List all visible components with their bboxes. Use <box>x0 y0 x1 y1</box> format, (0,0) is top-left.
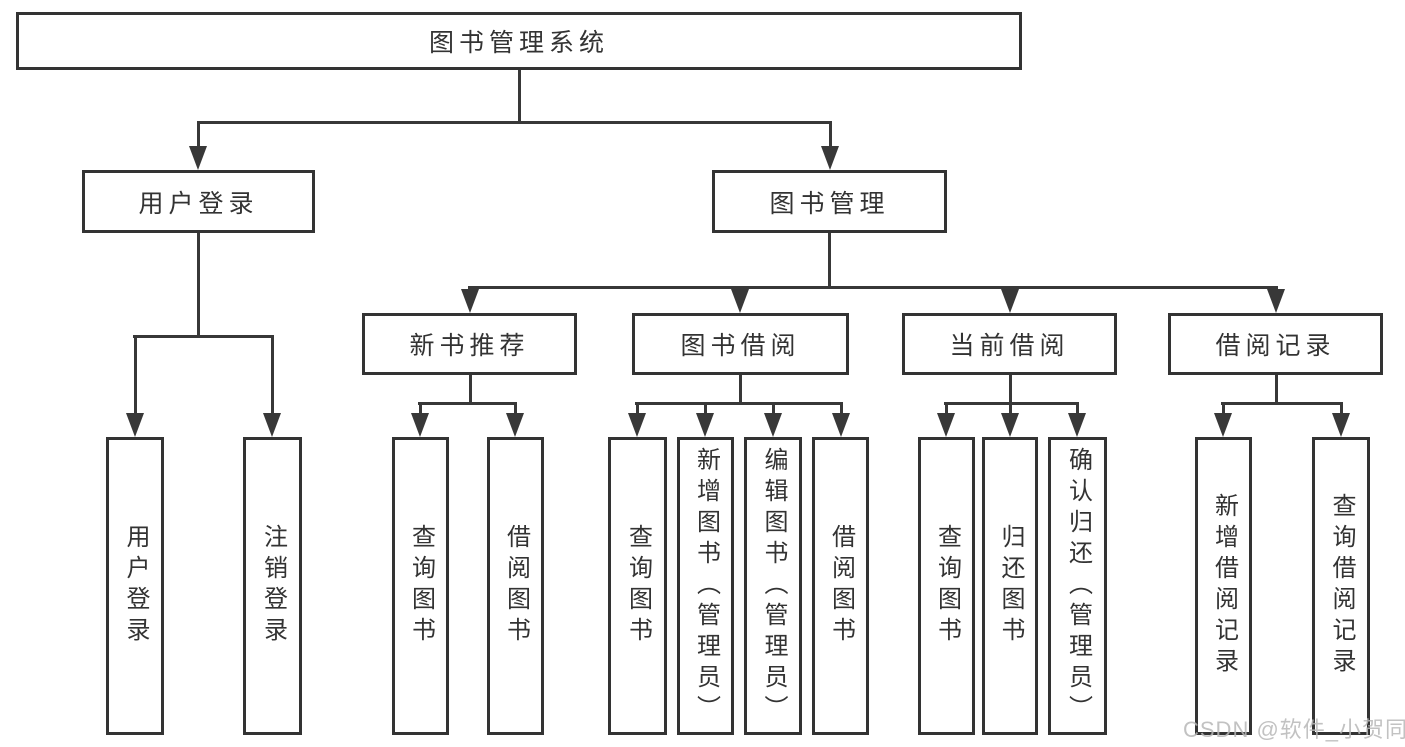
connector-line <box>772 402 775 417</box>
node-label: 查询图书 <box>933 524 961 648</box>
csdn-watermark: CSDN @软件_小贺同学 <box>1183 717 1405 742</box>
node-label: 新书推荐 <box>409 332 530 360</box>
node-label: 注销登录 <box>259 524 287 648</box>
leaf-borrow-add-books: 新增图书（管理员） <box>677 437 734 735</box>
connector-line <box>945 402 948 417</box>
leaf-borrow-borrow-books: 借阅图书 <box>812 437 869 735</box>
leaf-user-login: 用户登录 <box>106 437 164 735</box>
connector-line <box>840 402 843 417</box>
node-label: 用户登录 <box>138 189 259 218</box>
connector-line <box>1009 375 1012 405</box>
leaf-borrow-query-books: 查询图书 <box>608 437 667 735</box>
connector-line <box>197 233 200 338</box>
connector-line <box>1340 402 1343 417</box>
connector-line <box>635 402 843 405</box>
arrow-down-icon <box>189 146 207 170</box>
node-user-login: 用户登录 <box>82 170 315 233</box>
connector-line <box>828 233 831 289</box>
node-label: 编辑图书（管理员） <box>760 446 787 726</box>
connector-line <box>1275 375 1278 405</box>
node-label: 新增图书（管理员） <box>692 446 720 726</box>
connector-line <box>1221 402 1343 405</box>
node-label: 借阅记录 <box>1215 332 1336 360</box>
connector-line <box>197 121 200 150</box>
connector-line <box>514 402 517 417</box>
connector-line <box>469 375 472 405</box>
connector-line <box>1222 402 1225 417</box>
arrow-down-icon <box>1068 413 1086 437</box>
node-label: 查询借阅记录 <box>1328 493 1355 679</box>
node-label: 图书管理 <box>769 189 890 218</box>
arrow-down-icon <box>937 413 955 437</box>
connector-line <box>1076 402 1079 417</box>
connector-line <box>134 335 137 416</box>
connector-line <box>197 121 832 124</box>
arrow-down-icon <box>731 289 749 313</box>
node-root-system: 图书管理系统 <box>16 12 1022 70</box>
arrow-down-icon <box>263 413 281 437</box>
connector-line <box>418 402 517 405</box>
connector-line <box>468 286 1278 289</box>
arrow-down-icon <box>696 413 714 437</box>
leaf-borrow-edit-books: 编辑图书（管理员） <box>744 437 802 735</box>
node-book-management: 图书管理 <box>712 170 947 233</box>
connector-line <box>1009 402 1012 417</box>
connector-line <box>739 375 742 405</box>
node-label: 归还图书 <box>997 524 1024 648</box>
arrow-down-icon <box>628 413 646 437</box>
arrow-down-icon <box>832 413 850 437</box>
node-label: 图书借阅 <box>680 332 801 360</box>
arrow-down-icon <box>1267 289 1285 313</box>
leaf-current-query-books: 查询图书 <box>918 437 975 735</box>
arrow-down-icon <box>1001 413 1019 437</box>
node-label: 当前借阅 <box>949 332 1070 360</box>
leaf-current-return-books: 归还图书 <box>982 437 1038 735</box>
arrow-down-icon <box>1332 413 1350 437</box>
leaf-records-query-record: 查询借阅记录 <box>1312 437 1370 735</box>
node-label: 查询图书 <box>624 524 652 648</box>
node-label: 借阅图书 <box>502 524 530 648</box>
node-borrow-records: 借阅记录 <box>1168 313 1383 375</box>
connector-line <box>704 402 707 417</box>
connector-line <box>636 402 639 417</box>
arrow-down-icon <box>821 146 839 170</box>
leaf-logout: 注销登录 <box>243 437 302 735</box>
leaf-records-add-record: 新增借阅记录 <box>1195 437 1252 735</box>
connector-line <box>518 69 521 124</box>
connector-line <box>271 335 274 416</box>
connector-line <box>419 402 422 417</box>
arrow-down-icon <box>461 289 479 313</box>
arrow-down-icon <box>506 413 524 437</box>
node-new-book-recommend: 新书推荐 <box>362 313 577 375</box>
leaf-recommend-query-books: 查询图书 <box>392 437 449 735</box>
node-label: 借阅图书 <box>827 524 855 648</box>
arrow-down-icon <box>1001 289 1019 313</box>
leaf-recommend-borrow-books: 借阅图书 <box>487 437 544 735</box>
arrow-down-icon <box>1214 413 1232 437</box>
node-label: 新增借阅记录 <box>1210 493 1238 679</box>
node-label: 图书管理系统 <box>428 29 609 57</box>
arrow-down-icon <box>126 413 144 437</box>
connector-line <box>829 121 832 150</box>
leaf-current-confirm-return: 确认归还（管理员） <box>1048 437 1107 735</box>
node-current-borrow: 当前借阅 <box>902 313 1117 375</box>
node-book-borrow: 图书借阅 <box>632 313 849 375</box>
arrow-down-icon <box>764 413 782 437</box>
connector-line <box>133 335 274 338</box>
node-label: 查询图书 <box>407 524 435 648</box>
arrow-down-icon <box>411 413 429 437</box>
node-label: 确认归还（管理员） <box>1064 446 1092 726</box>
node-label: 用户登录 <box>122 524 149 648</box>
